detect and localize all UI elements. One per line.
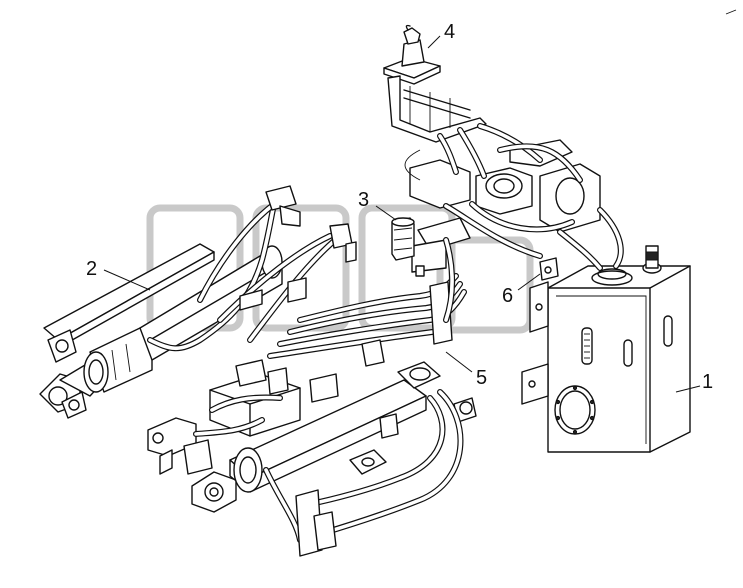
callout-3: 3 bbox=[358, 189, 369, 211]
hydraulic-cylinder-lower bbox=[191, 361, 477, 557]
callout-2: 2 bbox=[86, 258, 97, 280]
callout-1: 1 bbox=[702, 371, 713, 393]
hydraulic-tank bbox=[521, 245, 691, 453]
callout-6: 6 bbox=[502, 285, 513, 307]
tank-fitting bbox=[539, 257, 559, 281]
callout-leaders bbox=[103, 35, 701, 393]
corner-mark bbox=[725, 9, 737, 15]
hoses-cylinder-left bbox=[147, 185, 357, 352]
control-joystick bbox=[383, 24, 487, 143]
hose-bundle bbox=[267, 237, 467, 367]
callout-5: 5 bbox=[476, 367, 487, 389]
lower-valve-assembly bbox=[147, 359, 339, 475]
filter bbox=[391, 217, 415, 261]
hydraulic-cylinder-left bbox=[39, 243, 283, 419]
hoses-upper bbox=[404, 123, 624, 271]
central-valve-block bbox=[409, 139, 601, 277]
callout-4: 4 bbox=[444, 21, 455, 43]
